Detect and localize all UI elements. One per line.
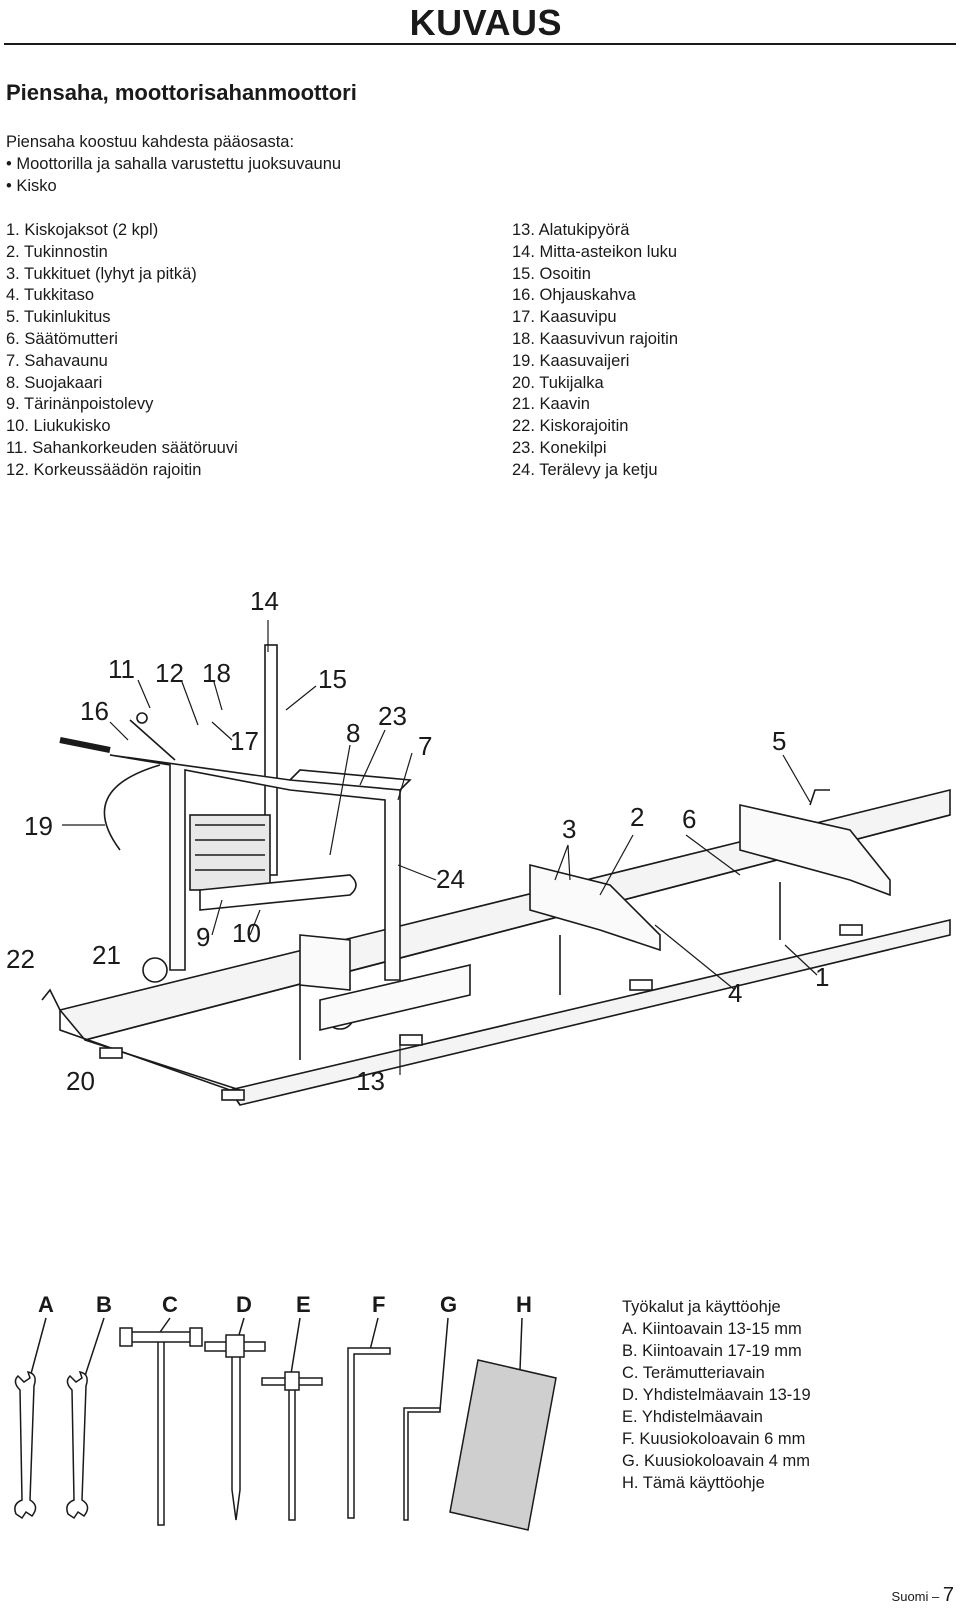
tool-item: A. Kiintoavain 13-15 mm: [622, 1320, 802, 1338]
part-item: 14. Mitta-asteikon luku: [512, 242, 678, 261]
tools-legend: Työkalut ja käyttöohje A. Kiintoavain 13…: [622, 1296, 811, 1494]
tool-letter: D: [236, 1292, 252, 1317]
tool-letter: A: [38, 1292, 54, 1317]
tool-item: C. Terämutteriavain: [622, 1364, 765, 1382]
parts-list-right: 13. Alatukipyörä 14. Mitta-asteikon luku…: [512, 220, 678, 482]
callout-label: 15: [318, 664, 347, 694]
tool-letter: B: [96, 1292, 112, 1317]
intro-lead: Piensaha koostuu kahdesta pääosasta:: [6, 133, 295, 151]
tools-list: A. Kiintoavain 13-15 mm B. Kiintoavain 1…: [622, 1318, 811, 1494]
callout-label: 10: [232, 918, 261, 948]
callout-label: 8: [346, 718, 360, 748]
intro-bullet: • Kisko: [6, 176, 57, 195]
part-item: 13. Alatukipyörä: [512, 221, 630, 239]
callout-label: 17: [230, 726, 259, 756]
part-item: 16. Ohjauskahva: [512, 286, 636, 305]
tool-artwork: [14, 1317, 557, 1531]
callout-label: 1: [815, 962, 829, 992]
callout-label: 21: [92, 940, 121, 970]
part-item: 3. Tukkituet (lyhyt ja pitkä): [6, 264, 197, 283]
part-item: 4. Tukkitaso: [6, 286, 95, 305]
diagram-callouts: 14 11 12 18 15 16 23 17 8 7 5 19 3 2 6 2…: [6, 590, 829, 1096]
tool-letters: A B C D E F G H: [38, 1292, 532, 1317]
part-item: 17. Kaasuvipu: [512, 308, 617, 327]
sawmill-diagram: 14 11 12 18 15 16 23 17 8 7 5 19 3 2 6 2…: [6, 590, 951, 1106]
page-header-title: KUVAUS: [409, 2, 562, 43]
callout-label: 4: [728, 978, 742, 1008]
tools-diagram: A B C D E F G H: [14, 1292, 557, 1531]
part-item: 12. Korkeussäädön rajoitin: [6, 460, 202, 479]
tool-item: G. Kuusiokoloavain 4 mm: [622, 1452, 811, 1470]
part-item: 1. Kiskojaksot (2 kpl): [6, 221, 159, 239]
tool-item: D. Yhdistelmäavain 13-19: [622, 1386, 811, 1404]
tool-letter: H: [516, 1292, 532, 1317]
callout-label: 18: [202, 658, 231, 688]
callout-label: 16: [80, 696, 109, 726]
page-footer: Suomi – 7: [892, 1584, 954, 1607]
callout-label: 20: [66, 1066, 95, 1096]
callout-label: 7: [418, 731, 432, 761]
parts-list-left: 1. Kiskojaksot (2 kpl) 2. Tukinnostin 3.…: [6, 220, 238, 482]
callout-label: 19: [24, 811, 53, 841]
tool-item: H. Tämä käyttöohje: [622, 1474, 765, 1492]
header-rule: [4, 43, 956, 45]
tool-item: B. Kiintoavain 17-19 mm: [622, 1342, 802, 1360]
section-title: Piensaha, moottorisahanmoottori: [6, 80, 357, 105]
part-item: 24. Terälevy ja ketju: [512, 460, 658, 479]
part-item: 20. Tukijalka: [512, 373, 604, 392]
part-item: 2. Tukinnostin: [6, 242, 108, 261]
callout-label: 9: [196, 922, 210, 952]
part-item: 7. Sahavaunu: [6, 351, 108, 370]
callout-label: 6: [682, 804, 696, 834]
part-item: 18. Kaasuvivun rajoitin: [512, 329, 679, 348]
part-item: 23. Konekilpi: [512, 438, 607, 457]
part-item: 19. Kaasuvaijeri: [512, 351, 630, 370]
callout-label: 13: [356, 1066, 385, 1096]
part-item: 6. Säätömutteri: [6, 329, 118, 348]
tool-letter: F: [372, 1292, 385, 1317]
part-item: 10. Liukukisko: [6, 417, 111, 436]
tool-letter: E: [296, 1292, 311, 1317]
tools-legend-title: Työkalut ja käyttöohje: [622, 1298, 781, 1316]
page-number: 7: [942, 1584, 954, 1606]
callout-label: 24: [436, 864, 465, 894]
callout-label: 11: [108, 654, 135, 684]
part-item: 21. Kaavin: [512, 395, 590, 414]
diagram-artwork: [41, 644, 951, 1106]
part-item: 11. Sahankorkeuden säätöruuvi: [6, 438, 238, 457]
callout-label: 5: [772, 726, 786, 756]
callout-leaders: [62, 620, 818, 1075]
part-item: 22. Kiskorajoitin: [512, 417, 629, 436]
tool-letter: G: [440, 1292, 457, 1317]
intro-text: Piensaha koostuu kahdesta pääosasta: • M…: [6, 132, 341, 197]
tool-item: E. Yhdistelmäavain: [622, 1408, 763, 1426]
callout-label: 2: [630, 802, 644, 832]
part-item: 5. Tukinlukitus: [6, 308, 111, 327]
intro-bullet: • Moottorilla ja sahalla varustettu juok…: [6, 154, 342, 173]
footer-language: Suomi –: [891, 1589, 940, 1604]
part-item: 8. Suojakaari: [6, 373, 103, 392]
callout-label: 22: [6, 944, 35, 974]
part-item: 9. Tärinänpoistolevy: [6, 395, 154, 414]
callout-label: 3: [562, 814, 576, 844]
callout-label: 14: [250, 590, 279, 616]
callout-label: 23: [378, 701, 407, 731]
tool-letter: C: [162, 1292, 178, 1317]
part-item: 15. Osoitin: [512, 264, 591, 283]
tool-item: F. Kuusiokoloavain 6 mm: [622, 1430, 806, 1448]
callout-label: 12: [155, 658, 184, 688]
